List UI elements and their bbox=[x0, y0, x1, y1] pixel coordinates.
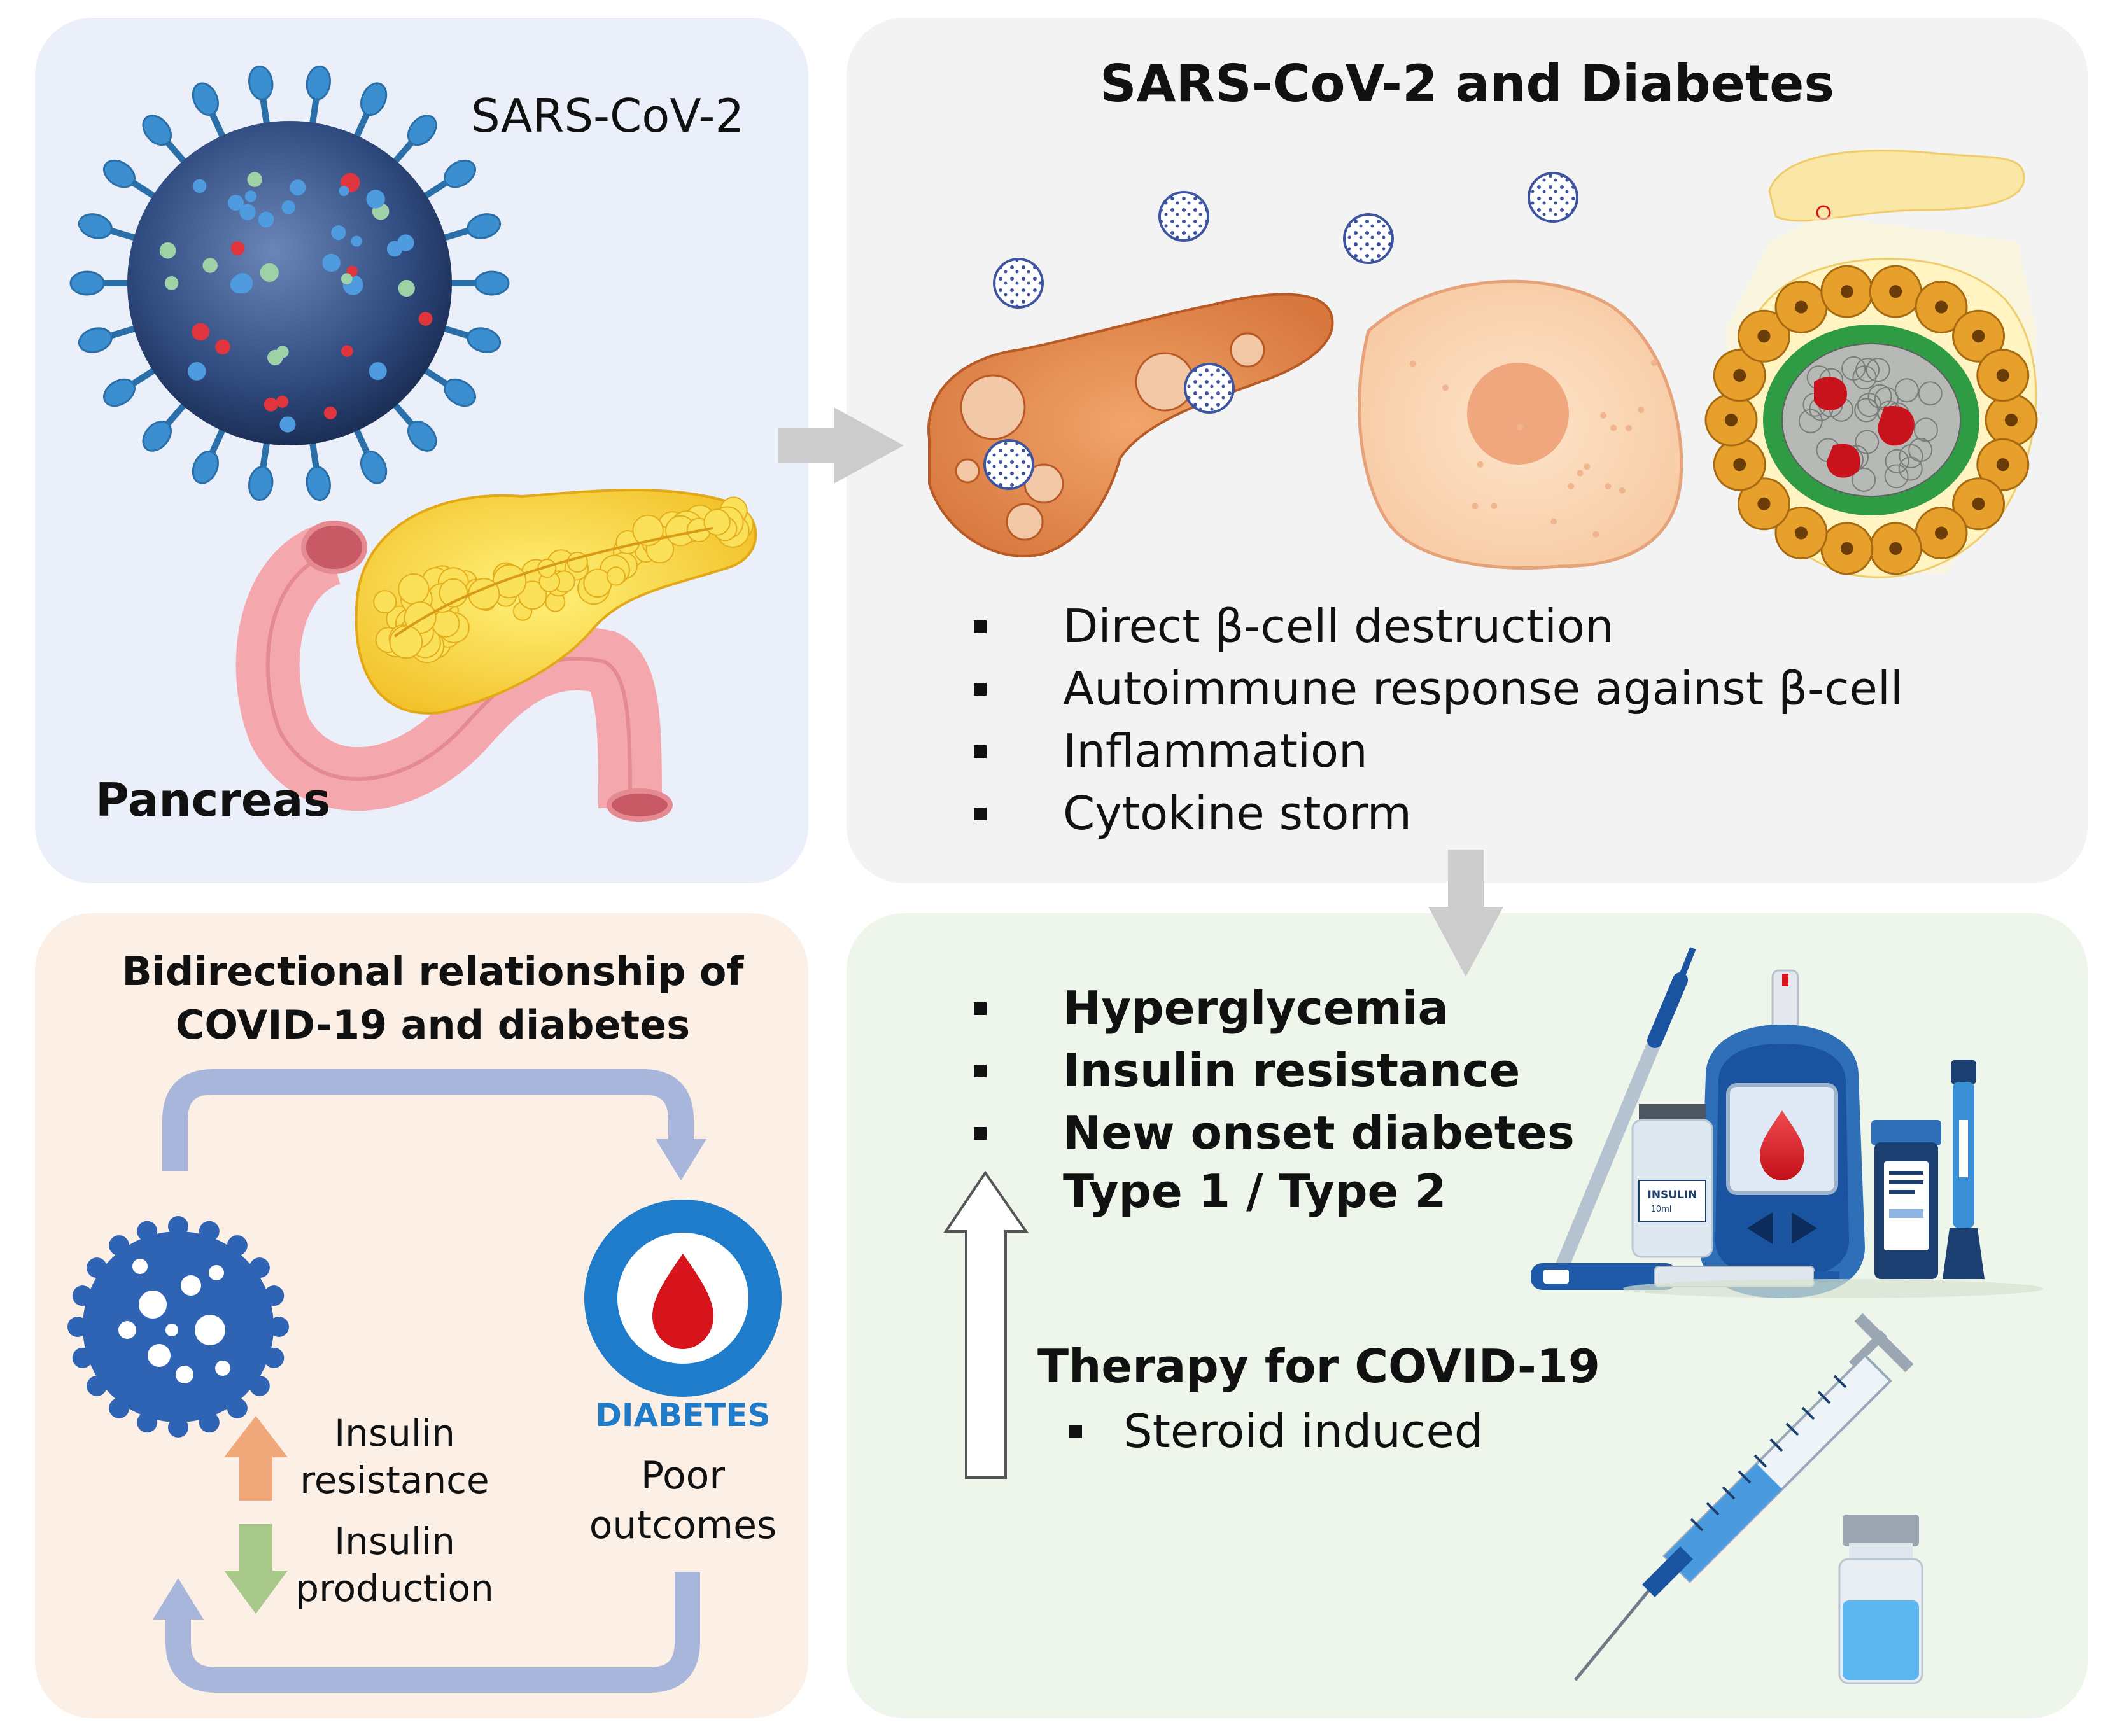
outcome-item: New onset diabetes bbox=[974, 1102, 1575, 1164]
bullet-marker bbox=[1069, 1425, 1082, 1438]
bullet-marker bbox=[974, 683, 987, 696]
bidirectional-title: Bidirectional relationship of COVID-19 a… bbox=[35, 945, 831, 1052]
mechanism-item: Autoimmune response against β-cell bbox=[974, 657, 1903, 720]
insulin-production-label: Insulin production bbox=[293, 1518, 496, 1612]
mechanism-list: Direct β-cell destruction Autoimmune res… bbox=[974, 595, 1903, 844]
bullet-marker bbox=[974, 620, 987, 633]
insulin-vial-icon bbox=[1633, 1104, 1712, 1257]
bullet-marker bbox=[974, 1065, 987, 1077]
vial-label: INSULIN bbox=[1639, 1189, 1706, 1201]
poor-outcomes-line2: outcomes bbox=[568, 1501, 798, 1550]
virus-label: SARS-CoV-2 bbox=[471, 89, 744, 143]
outcome-item: Insulin resistance bbox=[974, 1039, 1575, 1102]
beta-cell-icon bbox=[1360, 281, 1682, 568]
insulin-production-line2: production bbox=[293, 1565, 496, 1612]
therapy-item: Steroid induced bbox=[1069, 1400, 1483, 1462]
bidirectional-title-line1: Bidirectional relationship of bbox=[35, 945, 831, 998]
mechanism-item: Direct β-cell destruction bbox=[974, 595, 1903, 657]
bidirectional-title-line2: COVID-19 and diabetes bbox=[35, 998, 831, 1052]
therapy-list: Steroid induced bbox=[1069, 1400, 1483, 1462]
bullet-marker bbox=[974, 1002, 987, 1015]
bullet-marker bbox=[974, 808, 987, 820]
insulin-production-line1: Insulin bbox=[293, 1518, 496, 1565]
diabetes-label: DIABETES bbox=[581, 1397, 785, 1434]
insulin-resistance-line2: resistance bbox=[293, 1457, 496, 1504]
bullet-marker bbox=[974, 745, 987, 758]
insulin-resistance-line1: Insulin bbox=[293, 1410, 496, 1457]
therapy-title: Therapy for COVID-19 bbox=[1037, 1340, 1600, 1393]
pancreas-label: Pancreas bbox=[95, 773, 330, 827]
diabetes-type-label: Type 1 / Type 2 bbox=[1063, 1165, 1447, 1218]
mechanism-item: Inflammation bbox=[974, 720, 1903, 782]
vial-volume-label: 10ml bbox=[1639, 1205, 1683, 1214]
vaccine-vial-icon bbox=[1839, 1515, 1922, 1683]
outcome-item: Hyperglycemia bbox=[974, 977, 1575, 1039]
panel-title: SARS-CoV-2 and Diabetes bbox=[847, 54, 2088, 113]
poor-outcomes-label: Poor outcomes bbox=[568, 1451, 798, 1550]
diabetes-icon bbox=[584, 1200, 782, 1397]
outcome-list: Hyperglycemia Insulin resistance New ons… bbox=[974, 977, 1575, 1164]
insulin-resistance-label: Insulin resistance bbox=[293, 1410, 496, 1504]
poor-outcomes-line1: Poor bbox=[568, 1451, 798, 1501]
mechanism-item: Cytokine storm bbox=[974, 782, 1903, 844]
bullet-marker bbox=[974, 1127, 987, 1140]
medicine-bottle-icon bbox=[1871, 1120, 1941, 1279]
